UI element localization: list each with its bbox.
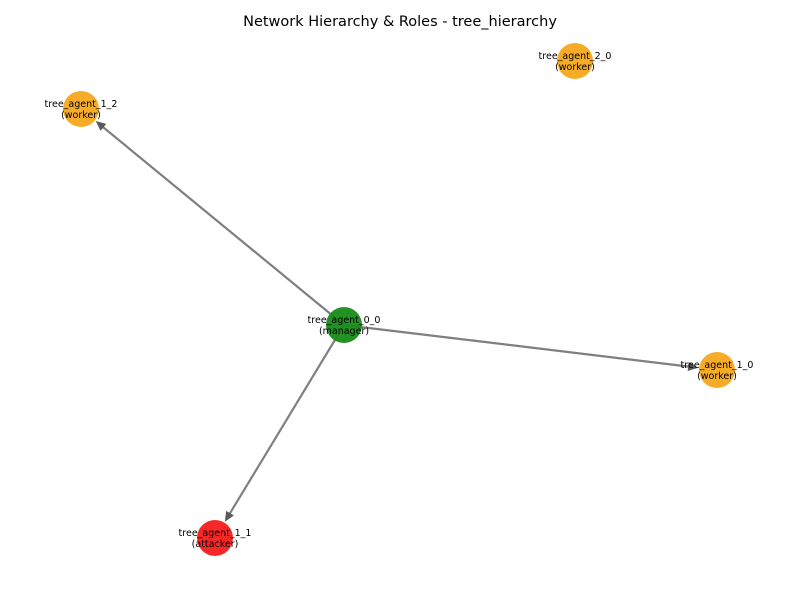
node-name: tree_agent_2_0: [539, 51, 612, 62]
node-name: tree_agent_1_0: [681, 360, 754, 371]
arrowhead-tree_agent_1_1: [224, 510, 234, 522]
node-tree_agent_1_1[interactable]: [197, 520, 233, 556]
node-name: tree_agent_1_1: [179, 528, 252, 539]
node-label-tree_agent_1_1: tree_agent_1_1(attacker): [179, 528, 252, 550]
node-name: tree_agent_0_0: [308, 315, 381, 326]
node-name: tree_agent_1_2: [45, 99, 118, 110]
node-tree_agent_1_2[interactable]: [63, 91, 99, 127]
node-label-tree_agent_1_2: tree_agent_1_2(worker): [45, 99, 118, 121]
labels-layer: tree_agent_0_0(manager)tree_agent_1_0(wo…: [45, 51, 754, 550]
node-role: (attacker): [192, 539, 239, 550]
node-role: (manager): [319, 326, 369, 337]
arrowhead-tree_agent_1_0: [687, 362, 699, 371]
edges-layer: [95, 121, 699, 522]
edge-tree_agent_0_0-to-tree_agent_1_0: [343, 323, 695, 369]
diagram-title: Network Hierarchy & Roles - tree_hierarc…: [243, 14, 557, 30]
arrowhead-tree_agent_1_2: [95, 121, 107, 131]
nodes-layer: [63, 43, 735, 556]
edge-tree_agent_0_0-to-tree_agent_1_1: [225, 324, 345, 519]
node-tree_agent_2_0[interactable]: [557, 43, 593, 79]
node-role: (worker): [555, 62, 595, 73]
node-tree_agent_0_0[interactable]: [326, 307, 362, 343]
node-role: (worker): [61, 110, 101, 121]
node-tree_agent_1_0[interactable]: [699, 352, 735, 388]
node-label-tree_agent_0_0: tree_agent_0_0(manager): [308, 315, 381, 337]
node-role: (worker): [697, 371, 737, 382]
edge-tree_agent_0_0-to-tree_agent_1_2: [98, 122, 345, 326]
node-label-tree_agent_1_0: tree_agent_1_0(worker): [681, 360, 754, 382]
node-label-tree_agent_2_0: tree_agent_2_0(worker): [539, 51, 612, 73]
